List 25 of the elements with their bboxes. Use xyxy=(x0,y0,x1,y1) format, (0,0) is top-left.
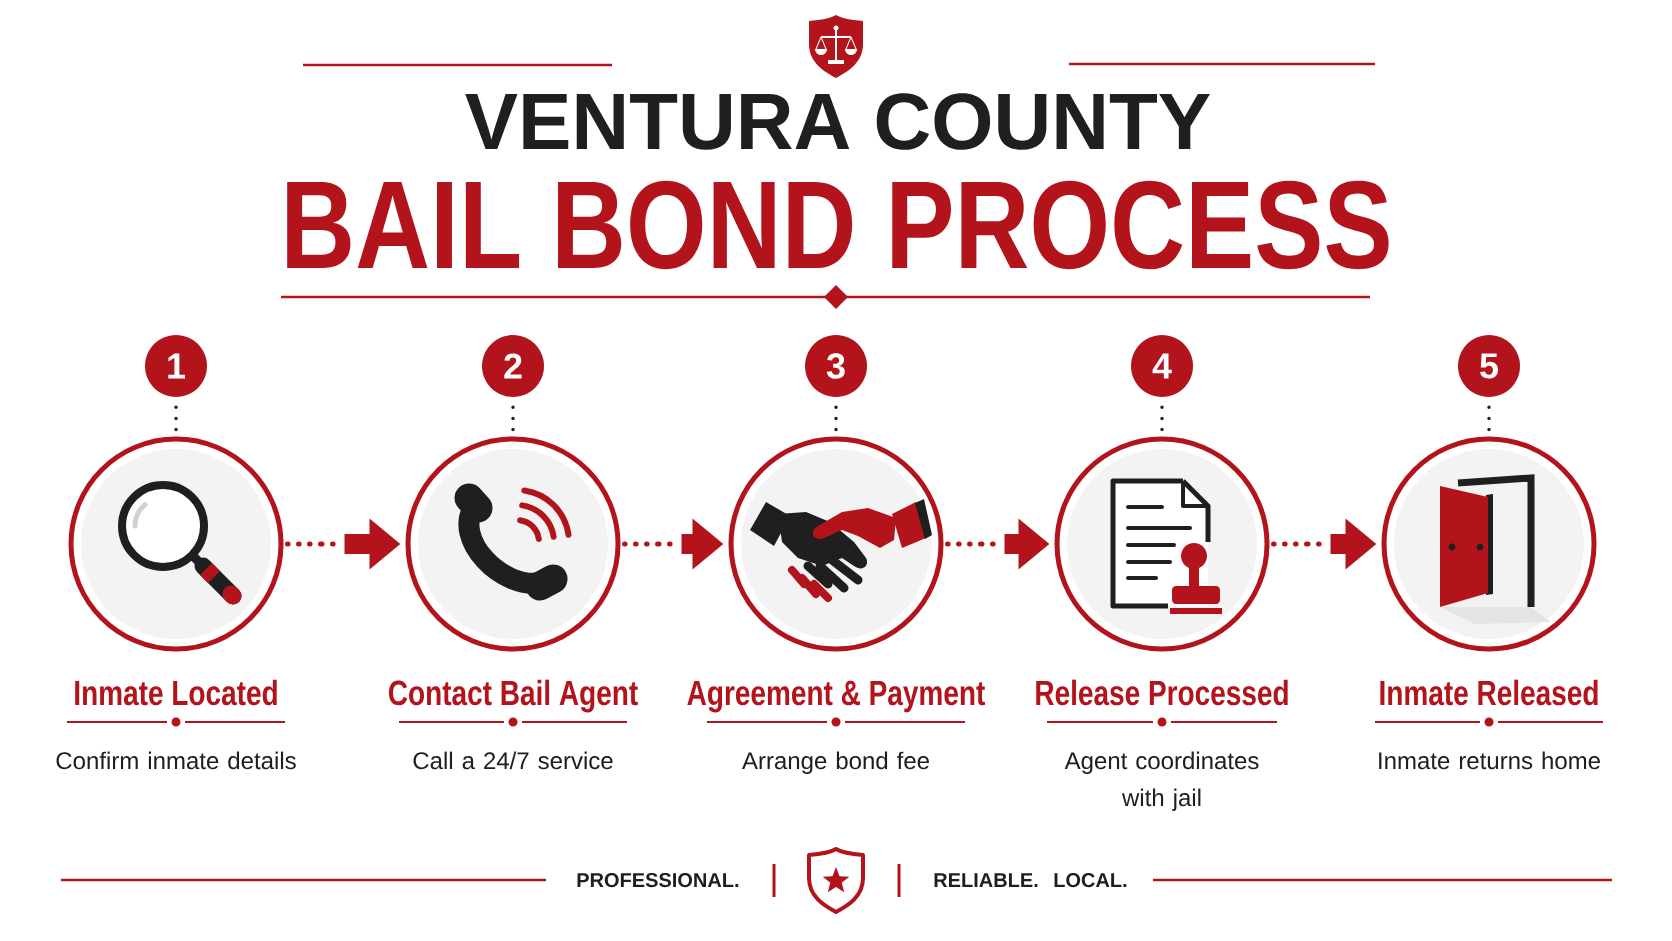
step-title: Release Processed xyxy=(1036,679,1288,706)
number-badge: 5 xyxy=(1458,335,1520,397)
step-title: Inmate Located xyxy=(75,679,277,706)
step-title: Contact Bail Agent xyxy=(388,679,638,713)
tagline: RELIABLE. xyxy=(934,873,1038,887)
number-badge: 3 xyxy=(805,335,867,397)
dotted-line xyxy=(511,405,515,432)
dotted-line xyxy=(174,405,178,432)
step-title: Inmate Released xyxy=(1380,679,1598,706)
dotted-line xyxy=(1160,405,1164,432)
dotted-line xyxy=(834,405,838,432)
subtitle: BAIL BOND PROCESS xyxy=(287,180,1389,270)
number-badge: 2 xyxy=(482,335,544,397)
number-badge: 1 xyxy=(145,335,207,397)
step-description: Call a 24/7 service xyxy=(413,751,613,770)
tagline: LOCAL. xyxy=(1054,873,1127,888)
title: VENTURA COUNTY xyxy=(465,93,1210,150)
step-description: Confirm inmate details xyxy=(56,751,296,770)
step-title: Agreement & Payment xyxy=(687,680,985,713)
number-badge: 4 xyxy=(1131,335,1193,397)
tagline: PROFESSIONAL. xyxy=(577,873,739,888)
step-description: Agent coordinates with jail xyxy=(1064,751,1259,811)
dotted-line xyxy=(1487,405,1491,432)
step-description: Inmate returns home xyxy=(1379,751,1600,770)
step-description: Arrange bond fee xyxy=(742,751,929,774)
